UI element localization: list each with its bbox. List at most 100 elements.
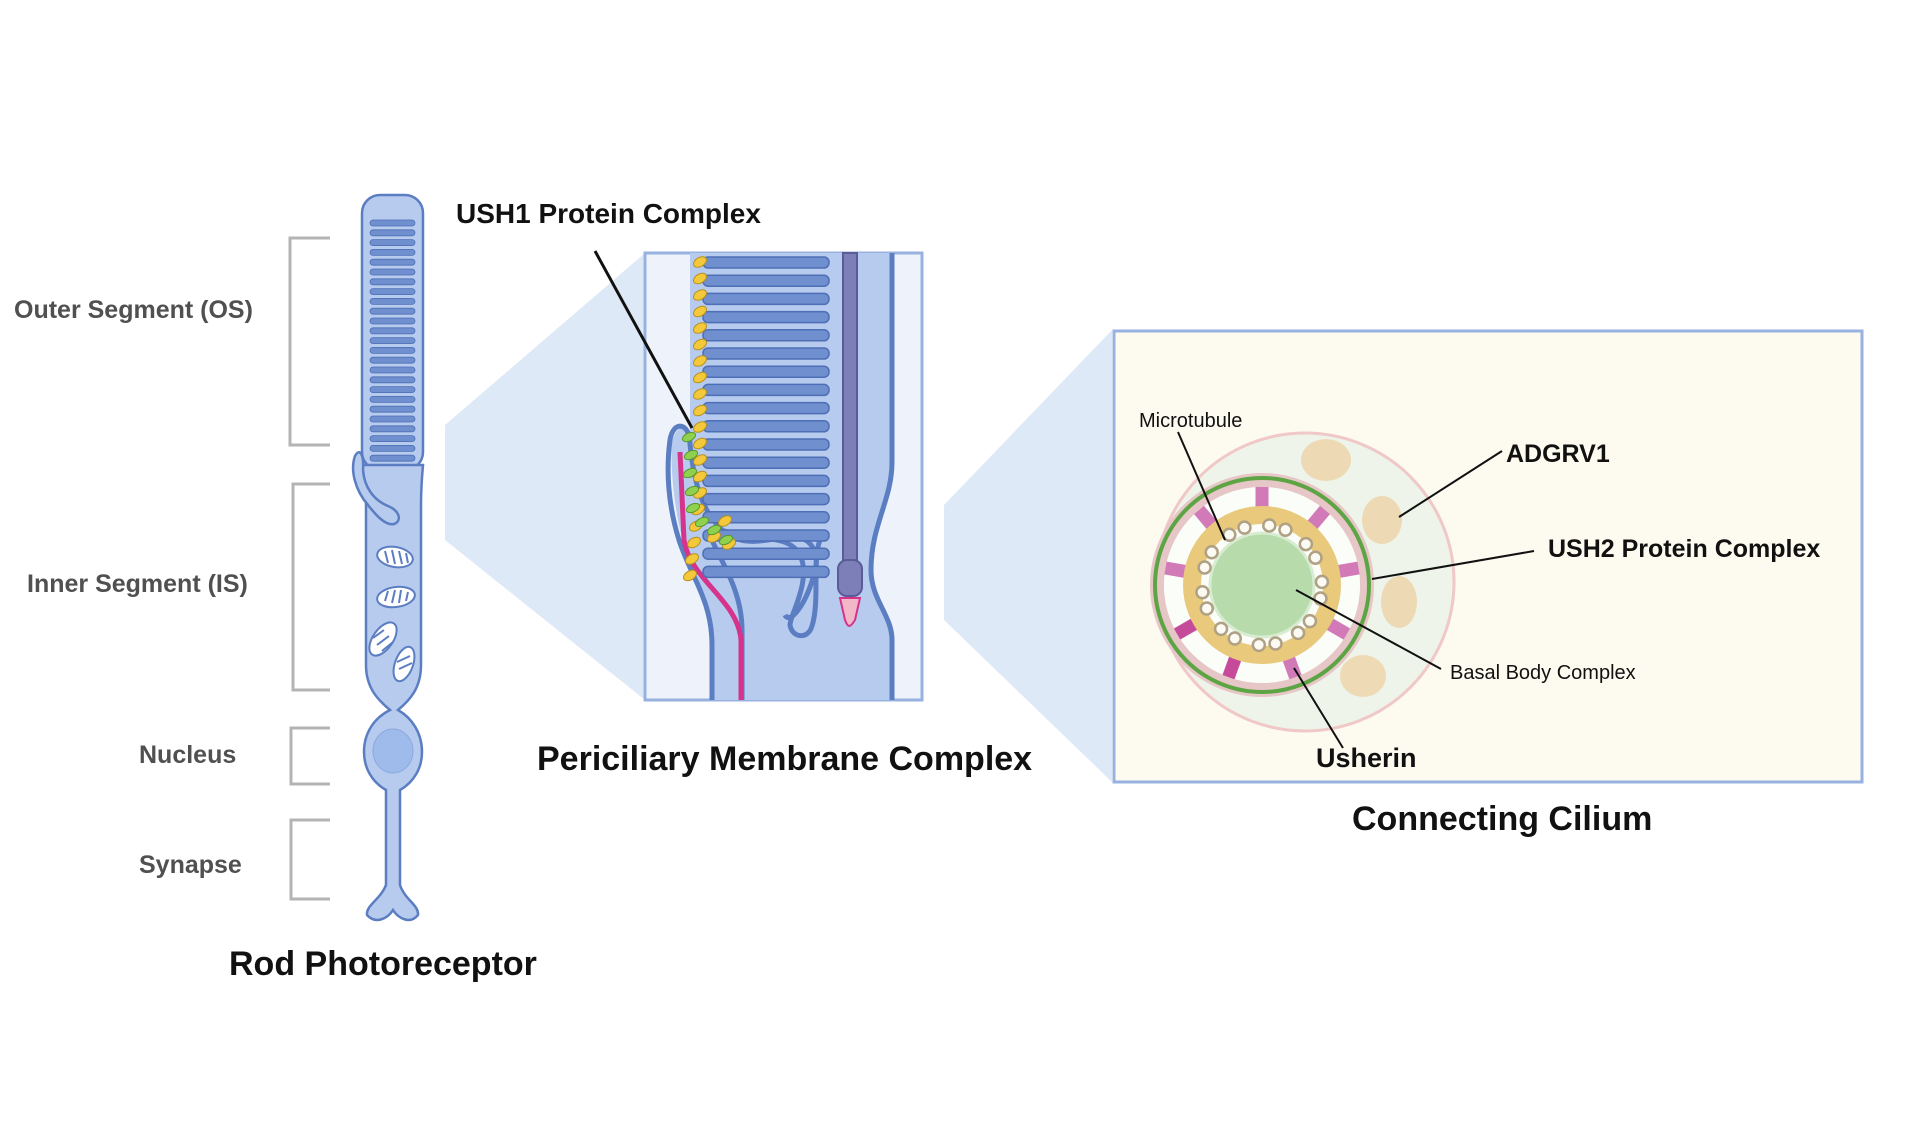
bracket-outer-segment xyxy=(288,236,330,447)
pmc-disc xyxy=(702,292,830,306)
label-usherin: Usherin xyxy=(1316,743,1417,773)
label-synapse: Synapse xyxy=(139,851,242,879)
microtubule-doublet xyxy=(1298,536,1314,552)
pmc-magenta-filament xyxy=(677,451,744,700)
pmc-disc xyxy=(702,365,830,378)
microtubule-doublet xyxy=(1262,518,1277,533)
ush1-yellow-bead xyxy=(693,437,707,450)
pmc-disc xyxy=(702,529,830,542)
basal-body-core xyxy=(1208,531,1316,639)
connecting-cilium-title: Connecting Cilium xyxy=(1352,800,1652,838)
label-ush2-protein-complex: USH2 Protein Complex xyxy=(1548,535,1820,563)
ush1-yellow-bead xyxy=(693,305,707,318)
ush1-yellow-bead xyxy=(693,470,707,483)
pmc-title: Periciliary Membrane Complex xyxy=(537,740,1032,778)
rod-disc xyxy=(369,337,416,345)
microtubule-doublet xyxy=(1314,574,1330,590)
pmc-disc xyxy=(702,383,830,397)
rod-disc xyxy=(369,454,416,462)
microtubule-doublet xyxy=(1204,545,1219,560)
ush1-yellow-bead xyxy=(693,322,707,334)
pmc-basal-tip xyxy=(838,597,862,627)
cilium-panel: Microtubule ADGRV1 USH2 Protein Complex … xyxy=(1112,329,1864,838)
usherin-spokes xyxy=(1164,487,1360,680)
label-inner-segment: Inner Segment (IS) xyxy=(27,570,248,598)
ush1-callout-line xyxy=(593,250,694,429)
rod-disc xyxy=(369,405,416,413)
pmc-disc xyxy=(702,310,830,324)
microtubule-doublet xyxy=(1278,522,1293,538)
ush1-green-bead xyxy=(694,516,710,528)
zoom-connector-pmc-to-cilium xyxy=(944,330,1112,782)
microtubule-doublet xyxy=(1199,601,1215,616)
ush1-yellow-bead xyxy=(693,289,707,301)
outer-segment-discs xyxy=(369,219,416,462)
adgrv1-membrane xyxy=(1153,476,1371,694)
usherin-spoke xyxy=(1326,618,1351,640)
rod-photoreceptor: Outer Segment (OS) Inner Segment (IS) Nu… xyxy=(14,193,537,983)
pmc-disc xyxy=(702,492,830,506)
ush1-green-bead xyxy=(718,534,734,546)
zoom-connector-rod-to-pmc xyxy=(445,253,645,700)
rod-disc xyxy=(369,278,416,286)
microtubule-doublet xyxy=(1195,585,1210,600)
rod-disc xyxy=(369,268,416,276)
usherin-spoke xyxy=(1174,618,1198,640)
label-basal-body-complex: Basal Body Complex xyxy=(1450,662,1636,684)
rod-disc xyxy=(369,425,416,433)
usherin-spoke xyxy=(1164,561,1187,578)
ush1-yellow-bead xyxy=(687,536,701,549)
ush1-yellow-bead xyxy=(693,388,707,400)
rod-disc xyxy=(369,366,416,374)
ush1-green-bead xyxy=(683,449,699,461)
ush1-yellow-bead xyxy=(693,256,707,268)
pmc-disc xyxy=(702,438,830,451)
pmc-panel: USH1 Protein Complex Periciliary Membran… xyxy=(456,198,1032,778)
ush1-green-bead xyxy=(685,502,701,514)
ush1-yellow-bead xyxy=(693,454,707,466)
pmc-disc xyxy=(702,456,830,469)
inner-segment-body xyxy=(360,463,425,922)
pmc-disc xyxy=(702,274,830,287)
bracket-inner-segment xyxy=(291,482,330,692)
label-nucleus: Nucleus xyxy=(139,741,236,769)
rod-disc xyxy=(369,415,416,423)
usherin-spoke xyxy=(1194,505,1217,530)
rod-disc xyxy=(369,435,416,443)
cilium-leader-lines xyxy=(1177,431,1535,749)
rod-disc xyxy=(369,386,416,394)
adgrv1-particles xyxy=(1301,439,1417,697)
pmc-disc xyxy=(702,474,830,488)
usherin-spoke xyxy=(1337,561,1360,578)
bracket-nucleus xyxy=(289,726,330,786)
ush1-yellow-bead xyxy=(693,421,707,433)
pmc-disc xyxy=(702,547,830,560)
microtubule-doublet xyxy=(1237,520,1252,535)
microtubule-doublet xyxy=(1308,550,1323,566)
ush1-green-bead xyxy=(682,467,698,479)
ush1-yellow-bead xyxy=(718,515,732,527)
ush1-yellow-bead xyxy=(683,569,697,582)
ush1-yellow-bead xyxy=(693,371,707,384)
rod-disc xyxy=(369,307,416,315)
ush1-callout-label: USH1 Protein Complex xyxy=(456,198,761,229)
rod-disc xyxy=(369,239,416,247)
ush1-green-bead xyxy=(681,431,697,443)
rod-disc xyxy=(369,317,416,325)
pmc-disc xyxy=(702,401,830,415)
microtubule-doublet xyxy=(1197,560,1212,575)
rod-disc xyxy=(369,297,416,305)
pmc-disc xyxy=(702,256,830,269)
microtubule-doublet xyxy=(1302,613,1318,629)
ush1-yellow-bead xyxy=(685,553,699,565)
rod-disc xyxy=(369,376,416,384)
rod-nucleus xyxy=(372,728,414,774)
ush1-protein-beads xyxy=(681,256,736,582)
rod-disc xyxy=(369,248,416,256)
label-outer-segment: Outer Segment (OS) xyxy=(14,296,253,324)
rod-disc xyxy=(369,444,416,452)
calycal-process xyxy=(351,451,401,526)
rod-disc xyxy=(369,395,416,403)
